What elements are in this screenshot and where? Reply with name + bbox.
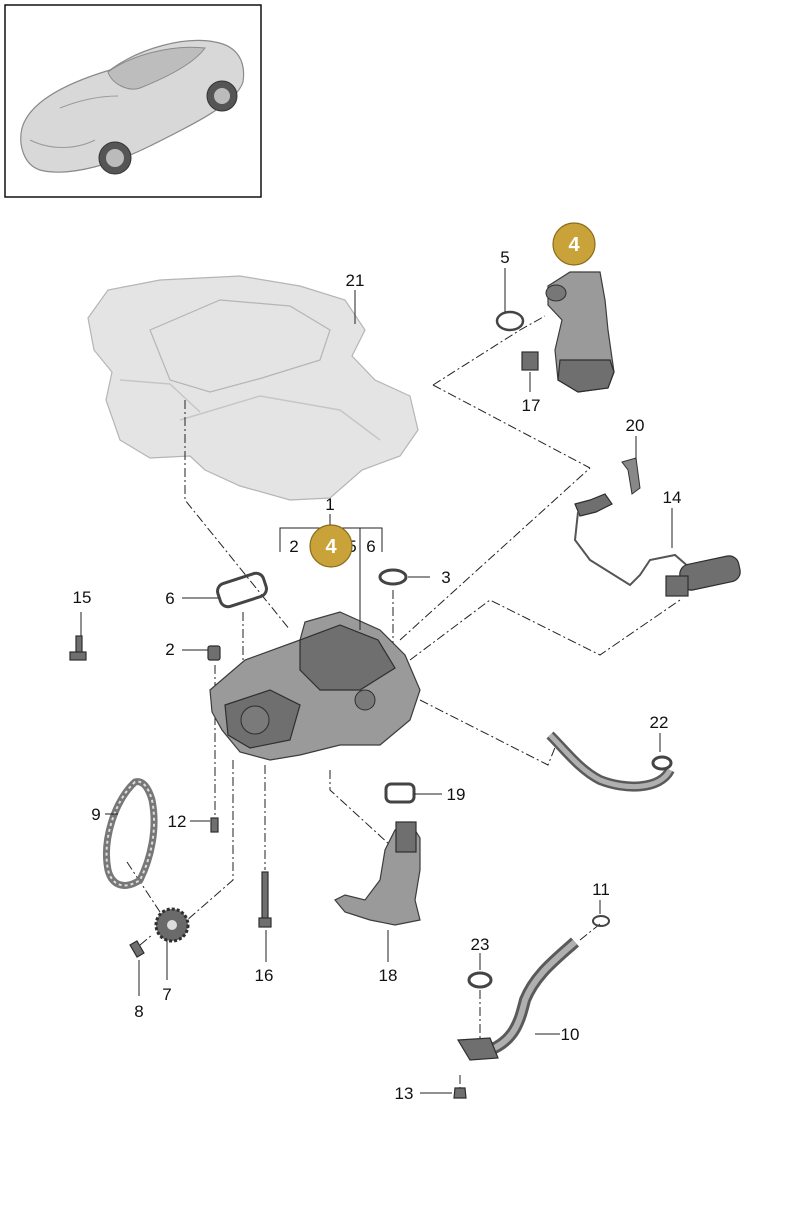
sensor-part-14 [573, 493, 741, 597]
badge-top-label: 4 [568, 234, 580, 256]
bolt-part-16 [258, 871, 272, 928]
callout-3: 3 [441, 568, 450, 587]
sprocket-part-7 [154, 907, 190, 943]
o-ring-part-5 [495, 310, 525, 332]
callout-15: 15 [73, 588, 92, 607]
badge-middle[interactable]: 4 [309, 524, 353, 568]
pickup-bracket-part-18 [334, 821, 421, 926]
callout-11: 11 [592, 880, 610, 899]
o-ring-part-23 [467, 971, 493, 989]
oil-pump-assembly [209, 611, 421, 761]
badge-middle-label: 4 [325, 536, 337, 558]
callout-17: 17 [522, 396, 541, 415]
plug-part-2 [207, 645, 221, 661]
callout-7: 7 [162, 985, 171, 1004]
callout-8: 8 [134, 1002, 143, 1021]
callout-14: 14 [663, 488, 682, 507]
o-ring-part-11 [592, 915, 610, 927]
callout-5: 5 [500, 248, 509, 267]
callout-9: 9 [91, 805, 100, 824]
callout-23: 23 [471, 935, 490, 954]
bolt-part-13 [453, 1087, 467, 1099]
callout-20: 20 [626, 416, 645, 435]
seal-gasket-part-6 [216, 571, 268, 609]
screw-part-8 [129, 940, 145, 958]
car-illustration [20, 39, 245, 175]
gasket-part-19 [384, 782, 416, 804]
callout-10: 10 [561, 1025, 580, 1044]
oil-pan-part-21 [87, 275, 419, 501]
clip-part-20 [621, 457, 641, 495]
vehicle-thumbnail [4, 4, 262, 198]
callout-6: 6 [165, 589, 174, 608]
bolt-part-12 [210, 817, 219, 833]
badge-top[interactable]: 4 [552, 222, 596, 266]
chain-part-9 [103, 778, 158, 889]
oil-pipe-part-10 [456, 937, 580, 1061]
bolt-part-15 [69, 635, 87, 661]
clip-part-17 [521, 351, 539, 371]
callout-12: 12 [168, 812, 187, 831]
group-label-6: 6 [366, 537, 375, 556]
callout-19: 19 [447, 785, 466, 804]
callout-2: 2 [165, 640, 174, 659]
o-ring-part-3 [378, 568, 408, 586]
callout-13: 13 [395, 1084, 414, 1103]
filter-housing-part-4 [545, 271, 615, 393]
callout-16: 16 [255, 966, 274, 985]
callout-18: 18 [379, 966, 398, 985]
callout-21: 21 [346, 271, 365, 290]
group-label-2: 2 [289, 537, 298, 556]
oil-pipe-part-22 [546, 731, 675, 792]
callout-22: 22 [650, 713, 669, 732]
callout-1: 1 [325, 495, 334, 514]
